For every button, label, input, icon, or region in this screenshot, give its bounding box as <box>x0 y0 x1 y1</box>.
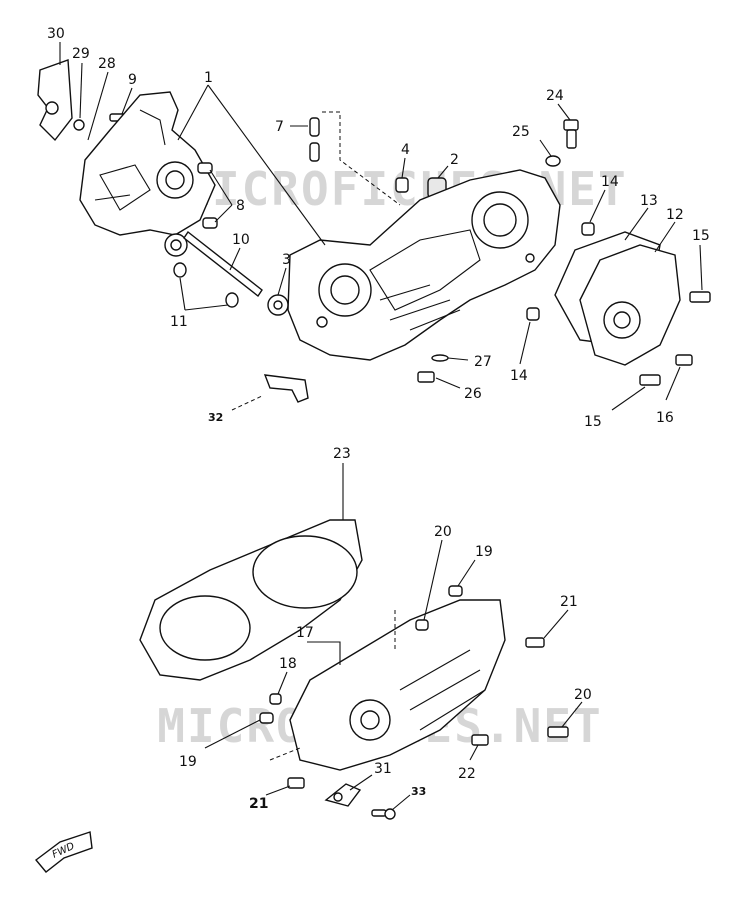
callout-27: 27 <box>474 354 492 370</box>
part-32-bracket <box>263 374 309 403</box>
callout-19-upper: 19 <box>475 544 493 560</box>
part-19-grommet-lower <box>259 712 274 724</box>
callout-15-upper: 15 <box>692 228 710 244</box>
part-3-oil-seal <box>267 294 289 316</box>
part-1-crankcase <box>287 169 561 361</box>
callout-31: 31 <box>374 761 392 777</box>
part-14-dowel-upper <box>581 222 595 236</box>
callout-14-upper: 14 <box>601 174 619 190</box>
callout-10: 10 <box>232 232 250 248</box>
part-15-bolt-lower <box>639 374 661 386</box>
part-25-o-ring <box>545 155 561 167</box>
callout-3: 3 <box>282 252 291 268</box>
part-14-dowel-lower <box>526 307 540 321</box>
callout-9: 9 <box>128 72 137 88</box>
callout-20-lower: 20 <box>574 687 592 703</box>
part-19-grommet-upper <box>448 585 463 597</box>
callout-28: 28 <box>98 56 116 72</box>
part-33-screw <box>371 808 396 820</box>
part-20-bolt-lower <box>547 726 569 738</box>
callout-1: 1 <box>204 70 213 86</box>
callout-8: 8 <box>236 198 245 214</box>
forward-arrow-icon: FWD <box>34 831 93 873</box>
part-24-drain-bolt <box>563 119 579 149</box>
callout-30: 30 <box>47 26 65 42</box>
leader-lines <box>59 42 703 811</box>
callout-23: 23 <box>333 446 351 462</box>
callout-2: 2 <box>450 152 459 168</box>
part-11-pins <box>173 262 239 308</box>
callout-21-upper: 21 <box>560 594 578 610</box>
part-23-crankcase-gasket <box>139 519 363 681</box>
part-26-bolt <box>417 371 435 383</box>
bearing-left <box>164 233 188 257</box>
part-17-crankcase-cover <box>289 599 506 771</box>
part-21-bolt-upper <box>525 637 545 648</box>
part-4-bushing <box>395 177 409 193</box>
part-29-screw <box>73 119 85 131</box>
part-15-bolt-upper <box>689 291 711 303</box>
callout-20-upper: 20 <box>434 524 452 540</box>
part-8-dowel-pins <box>197 162 218 229</box>
callout-16: 16 <box>656 410 674 426</box>
part-22-bolt <box>471 734 489 746</box>
part-18-dowel <box>269 693 282 705</box>
callout-21-lower: 21 <box>249 796 268 812</box>
callout-29: 29 <box>72 46 90 62</box>
left-crankcase-half <box>79 91 216 236</box>
part-20-dowel-upper <box>415 619 429 631</box>
part-7-dowels <box>309 117 320 162</box>
callout-17: 17 <box>296 625 314 641</box>
callout-22: 22 <box>458 766 476 782</box>
part-21-bolt-lower <box>287 777 305 789</box>
callout-12: 12 <box>666 207 684 223</box>
callout-33: 33 <box>411 785 426 798</box>
part-27-washer <box>431 354 449 362</box>
callout-19-lower: 19 <box>179 754 197 770</box>
part-30-cover-plate <box>37 59 73 142</box>
callout-24: 24 <box>546 88 564 104</box>
callout-labels: 30 29 28 9 1 8 10 11 3 7 4 2 25 24 14 13… <box>47 26 710 812</box>
callout-15-lower: 15 <box>584 414 602 430</box>
part-10-shaft <box>183 230 263 298</box>
callout-14-lower: 14 <box>510 368 528 384</box>
callout-26: 26 <box>464 386 482 402</box>
part-16-bolt <box>675 354 693 366</box>
callout-18: 18 <box>279 656 297 672</box>
callout-32: 32 <box>208 411 223 424</box>
callout-25: 25 <box>512 124 530 140</box>
callout-13: 13 <box>640 193 658 209</box>
callout-7: 7 <box>275 119 284 135</box>
callout-4: 4 <box>401 142 410 158</box>
callout-11: 11 <box>170 314 188 330</box>
part-12-transmission-cover <box>579 244 681 366</box>
